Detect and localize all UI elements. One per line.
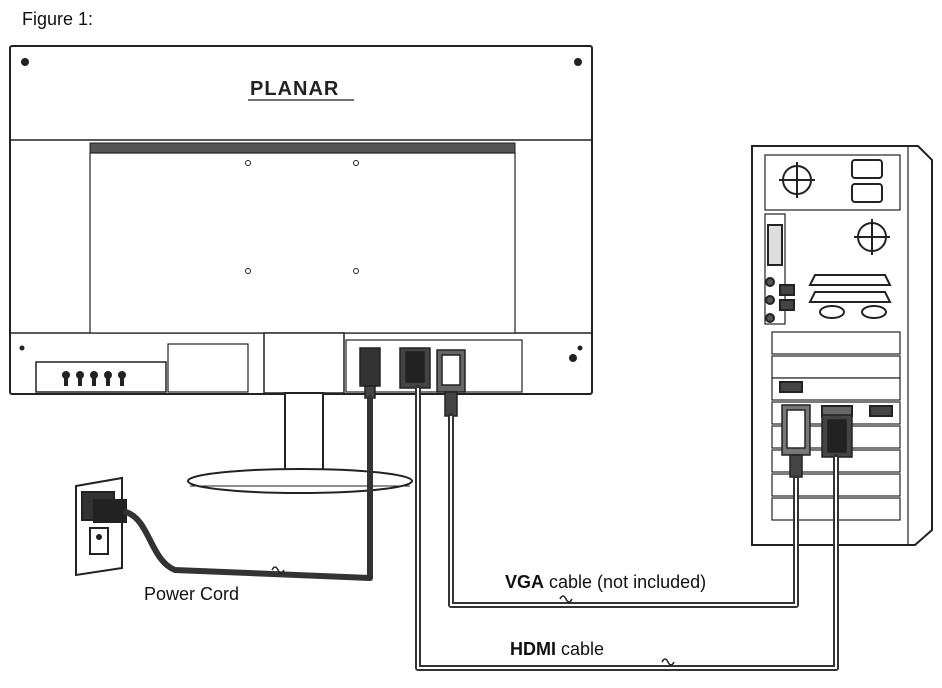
vga-label-rest: cable (not included) (544, 572, 707, 592)
wall-outlet (75, 476, 127, 577)
pc-ports (781, 404, 853, 478)
monitor-ports (359, 347, 466, 417)
vesa-panel (89, 152, 516, 334)
vga-label-bold: VGA (505, 572, 545, 592)
power-plug-icon (93, 499, 127, 523)
vga-cable-label: VGA cable (not included) (505, 573, 706, 591)
monitor-stand (187, 392, 413, 494)
screw-icon (21, 58, 29, 66)
hdmi-label-rest: cable (556, 639, 605, 659)
stand-base (187, 468, 413, 494)
power-plug-connector (359, 347, 381, 387)
brand-logo: PLANAR (250, 78, 339, 100)
monitor-back (9, 45, 593, 395)
cable-break-marks (271, 566, 675, 666)
button-knobs (62, 371, 126, 386)
power-cord-label: Power Cord (144, 584, 240, 604)
screw-icon (574, 58, 582, 66)
figure-title: Figure 1: (22, 9, 94, 29)
hdmi-cable-label: HDMI cable (510, 640, 604, 658)
cables (123, 385, 839, 671)
power-cord-line (123, 395, 373, 581)
vent-grille (89, 142, 516, 154)
hdmi-label-bold: HDMI (510, 639, 556, 659)
pc-tower (751, 145, 933, 546)
control-buttons (35, 361, 167, 393)
